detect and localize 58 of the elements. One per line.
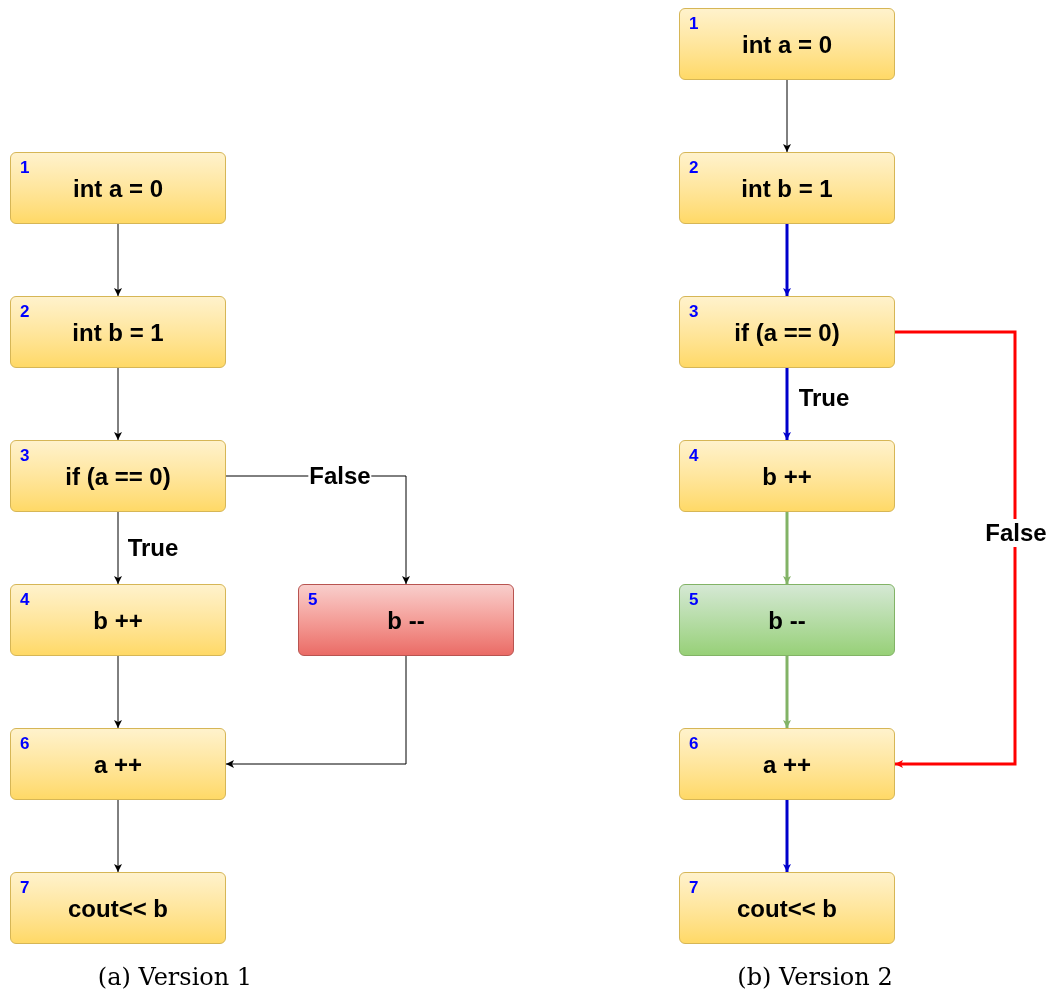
arrow <box>783 224 791 296</box>
code-statement: b -- <box>767 606 807 636</box>
step-number: 1 <box>689 15 699 32</box>
step-number: 4 <box>689 447 699 464</box>
process-box <box>679 440 895 512</box>
arrow <box>114 655 122 729</box>
step-number: 3 <box>689 303 699 320</box>
process-box <box>679 872 895 944</box>
process-box <box>298 584 514 656</box>
step-number: 7 <box>689 879 699 896</box>
edge-label: False <box>984 519 1048 547</box>
arrow <box>783 368 791 440</box>
arrow <box>783 79 791 153</box>
arrow <box>114 367 122 441</box>
figure-caption: (a) Version 1 <box>97 962 253 992</box>
step-number: 5 <box>689 591 699 608</box>
process-box <box>679 8 895 80</box>
step-number: 7 <box>20 879 30 896</box>
arrow <box>783 800 791 872</box>
arrow <box>114 799 122 873</box>
code-statement: b ++ <box>92 606 144 636</box>
code-statement: a ++ <box>761 750 812 780</box>
arrow <box>114 223 122 297</box>
step-number: 6 <box>689 735 699 752</box>
arrow <box>783 656 791 728</box>
step-number: 3 <box>20 447 30 464</box>
code-statement: int a = 0 <box>740 30 833 60</box>
figure-caption: (b) Version 2 <box>737 962 893 992</box>
code-statement: int b = 1 <box>71 318 165 348</box>
process-box <box>679 296 895 368</box>
arrow <box>225 655 407 768</box>
step-number: 2 <box>20 303 30 320</box>
code-statement: b -- <box>386 606 426 636</box>
process-box <box>679 584 895 656</box>
process-box <box>10 440 226 512</box>
step-number: 2 <box>689 159 699 176</box>
step-number: 1 <box>20 159 30 176</box>
process-box <box>10 872 226 944</box>
code-statement: if (a == 0) <box>64 462 172 492</box>
code-statement: int a = 0 <box>71 174 164 204</box>
process-box <box>10 296 226 368</box>
process-box <box>679 728 895 800</box>
process-box <box>10 728 226 800</box>
process-box <box>679 152 895 224</box>
step-number: 4 <box>20 591 30 608</box>
step-number: 5 <box>308 591 318 608</box>
code-statement: if (a == 0) <box>733 318 841 348</box>
code-statement: cout<< b <box>736 894 838 924</box>
code-statement: a ++ <box>92 750 143 780</box>
arrow <box>114 511 122 585</box>
code-statement: cout<< b <box>67 894 169 924</box>
step-number: 6 <box>20 735 30 752</box>
process-box <box>10 584 226 656</box>
arrow <box>895 330 1017 768</box>
arrow <box>783 512 791 584</box>
process-box <box>10 152 226 224</box>
code-statement: b ++ <box>761 462 813 492</box>
code-statement: int b = 1 <box>740 174 834 204</box>
